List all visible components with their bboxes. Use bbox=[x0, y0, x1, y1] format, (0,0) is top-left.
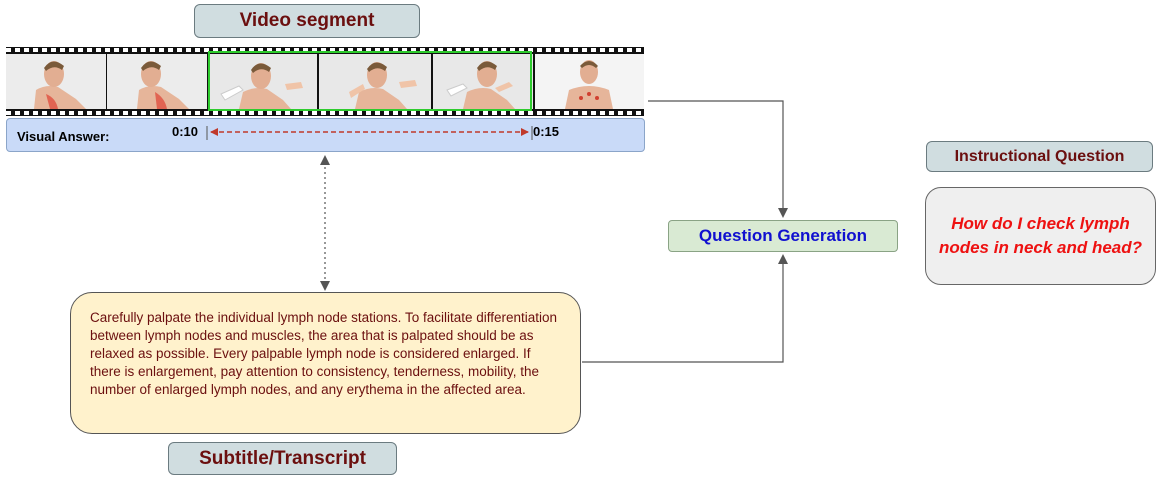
question-generation-box: Question Generation bbox=[668, 220, 898, 252]
subtitle-transcript-title: Subtitle/Transcript bbox=[168, 442, 397, 475]
video-frame-2 bbox=[107, 54, 207, 109]
filmstrip-sprockets-bottom bbox=[6, 110, 644, 116]
transcript-to-qgen-arrow bbox=[582, 254, 788, 363]
video-to-qgen-arrow bbox=[648, 100, 788, 218]
video-frame-3 bbox=[209, 54, 317, 109]
filmstrip-sprockets-top bbox=[6, 47, 644, 53]
video-filmstrip bbox=[6, 47, 644, 116]
instructional-question-text: How do I check lymph nodes in neck and h… bbox=[925, 187, 1156, 285]
video-frame-6 bbox=[535, 54, 644, 109]
visual-answer-label: Visual Answer: bbox=[17, 129, 110, 144]
transcript-text-box: Carefully palpate the individual lymph n… bbox=[70, 292, 581, 434]
video-segment-title: Video segment bbox=[194, 4, 420, 38]
instructional-question-title: Instructional Question bbox=[926, 141, 1153, 172]
video-frame-5 bbox=[433, 54, 533, 109]
video-frame-4 bbox=[319, 54, 431, 109]
answer-end-time: 0:15 bbox=[533, 124, 560, 139]
answer-start-time: 0:10 bbox=[172, 124, 199, 139]
video-frame-1 bbox=[6, 54, 106, 109]
